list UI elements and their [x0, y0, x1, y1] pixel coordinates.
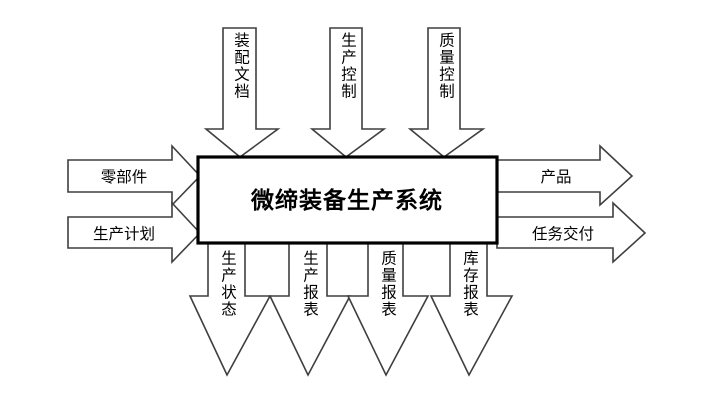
system-box-label: 微缔装备生产系统 — [250, 187, 443, 214]
output-label-right-1: 产品 — [540, 168, 571, 186]
output-arrow-right-2 — [496, 201, 647, 264]
input-arrow-left-1 — [67, 143, 202, 207]
output-arrow-bottom-4 — [429, 242, 514, 377]
output-arrow-bottom-2 — [268, 242, 352, 377]
control-arrow-top-3 — [407, 27, 486, 159]
input-label-left-1: 零部件 — [101, 168, 148, 186]
output-arrow-bottom-3 — [346, 242, 430, 377]
output-arrow-right-1 — [496, 144, 634, 207]
system-box — [196, 155, 499, 245]
input-label-left-2: 生产计划 — [93, 225, 155, 243]
input-arrow-left-2 — [67, 200, 202, 264]
output-label-right-2: 任务交付 — [532, 225, 594, 243]
output-arrow-bottom-1 — [188, 242, 272, 377]
control-arrow-top-2 — [309, 27, 387, 159]
control-arrow-top-1 — [203, 27, 281, 159]
